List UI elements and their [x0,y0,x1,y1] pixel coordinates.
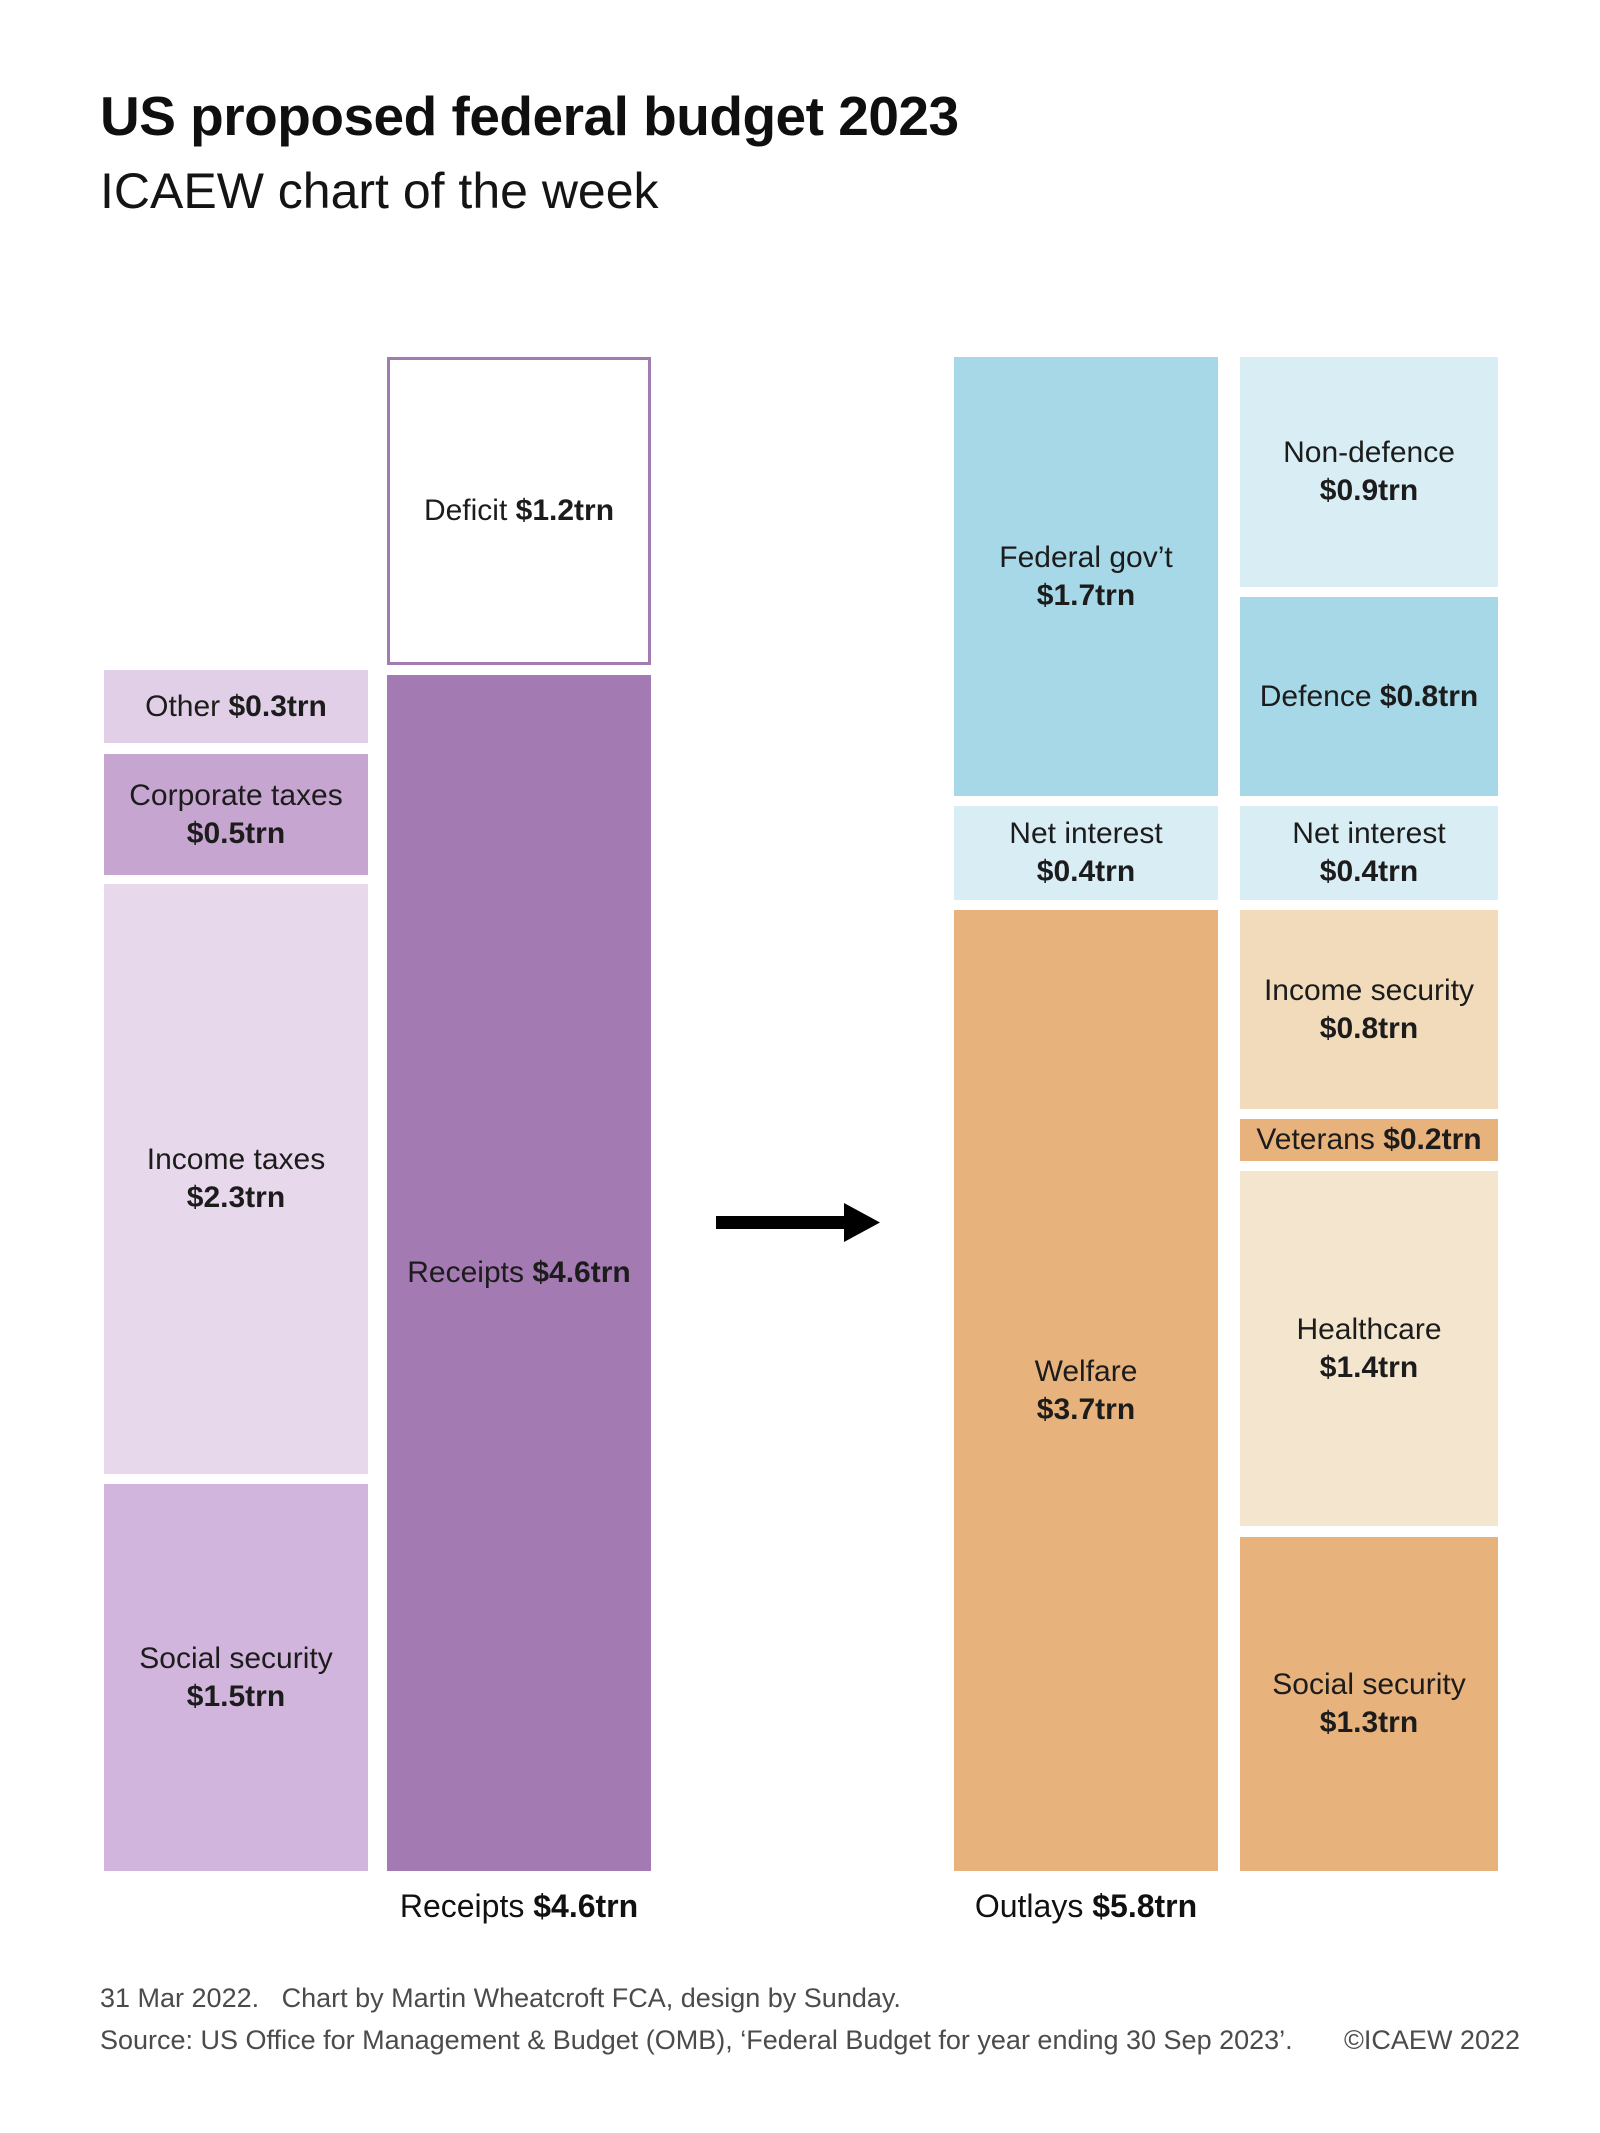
segment-outlays-categories-net-interest: Net interest$0.4trn [954,806,1218,900]
axis-receipts-value: $4.6trn [533,1888,639,1924]
segment-label-non-defence: Non-defence$0.9trn [1283,436,1455,507]
segment-label-other: Other $0.3trn [145,689,327,723]
footer-source-line: Source: US Office for Management & Budge… [100,2025,1293,2055]
segment-label-defence: Defence $0.8trn [1259,679,1479,713]
segment-outlays-detail-income-security: Income security$0.8trn [1240,910,1498,1109]
segment-receipts-total-receipts: Receipts $4.6trn [387,675,651,1871]
segment-label-federal-gov-t: Federal gov’t$1.7trn [999,540,1173,612]
segment-outlays-detail-healthcare: Healthcare$1.4trn [1240,1171,1498,1526]
segment-outlays-detail-net-interest: Net interest$0.4trn [1240,806,1498,900]
segment-label-corporate-taxes: Corporate taxes$0.5trn [129,778,343,850]
axis-label-outlays: Outlays $5.8trn [836,1886,1336,1926]
segment-label-healthcare: Healthcare$1.4trn [1296,1312,1442,1384]
axis-receipts-prefix: Receipts [399,1888,525,1924]
segment-receipts-breakdown-income-taxes: Income taxes$2.3trn [104,884,368,1474]
page-title: US proposed federal budget 2023 [100,85,959,147]
segment-label-veterans: Veterans $0.2trn [1256,1123,1482,1156]
footer-credit-line: 31 Mar 2022. Chart by Martin Wheatcroft … [100,1983,901,2013]
segment-label-net-interest: Net interest$0.4trn [1292,817,1446,888]
segment-outlays-detail-defence: Defence $0.8trn [1240,597,1498,796]
axis-label-receipts: Receipts $4.6trn [269,1886,769,1926]
segment-outlays-detail-veterans: Veterans $0.2trn [1240,1119,1498,1161]
segment-label-welfare: Welfare$3.7trn [1034,1354,1138,1426]
page-subtitle: ICAEW chart of the week [100,163,659,219]
segment-receipts-breakdown-corporate-taxes: Corporate taxes$0.5trn [104,754,368,875]
segment-label-social-security: Social security$1.5trn [139,1641,333,1713]
segment-label-receipts: Receipts $4.6trn [407,1256,631,1289]
segment-outlays-detail-social-security: Social security$1.3trn [1240,1537,1498,1871]
segment-outlays-categories-federal-gov-t: Federal gov’t$1.7trn [954,357,1218,796]
segment-outlays-detail-non-defence: Non-defence$0.9trn [1240,357,1498,587]
axis-outlays-prefix: Outlays [974,1888,1084,1924]
flow-arrow-icon [716,1203,880,1242]
segment-label-net-interest: Net interest$0.4trn [1009,817,1163,888]
segment-receipts-breakdown-other: Other $0.3trn [104,670,368,743]
segment-label-deficit: Deficit $1.2trn [423,494,615,527]
segment-receipts-breakdown-social-security: Social security$1.5trn [104,1484,368,1871]
segment-label-social-security: Social security$1.3trn [1272,1668,1466,1739]
segment-label-income-taxes: Income taxes$2.3trn [146,1143,326,1214]
axis-outlays-value: $5.8trn [1092,1888,1198,1924]
segment-label-income-security: Income security$0.8trn [1263,973,1475,1045]
segment-outlays-categories-welfare: Welfare$3.7trn [954,910,1218,1871]
segment-receipts-total-deficit: Deficit $1.2trn [387,357,651,665]
footer-copyright: ©ICAEW 2022 [1344,2025,1520,2055]
